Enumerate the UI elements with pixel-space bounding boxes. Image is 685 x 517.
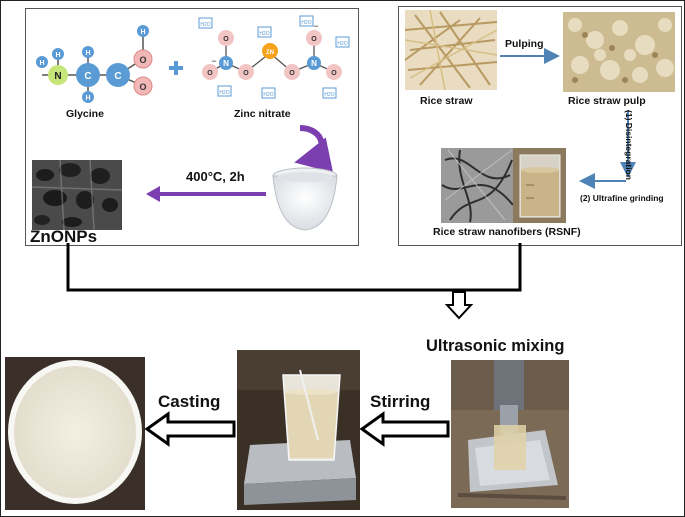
stirring-photo: [237, 350, 360, 510]
water-molecules: H2O H2O H2O H2O H2O H2O H2O: [198, 15, 350, 99]
glycine-c2-atom: C: [114, 71, 121, 82]
water-label-7: H2O: [324, 92, 334, 98]
down-arrow-icon: [444, 291, 474, 320]
glycine-h5-atom: H: [140, 29, 145, 36]
nitrate-o2-atom: O: [223, 36, 229, 43]
nitrate-o6-atom: O: [331, 70, 337, 77]
glycine-o2-atom: O: [139, 82, 146, 92]
ultrasonic-mixing-label: Ultrasonic mixing: [426, 337, 565, 355]
zinc-nitrate-molecule: ZN N N O O O O O O − −: [202, 21, 342, 80]
casting-photo: [5, 357, 145, 510]
stirring-label: Stirring: [370, 392, 431, 411]
glycine-c1-atom: C: [84, 71, 91, 82]
calcination-arrow-icon: [146, 186, 266, 202]
glycine-h3-atom: H: [85, 50, 90, 57]
stirring-arrow-icon: [359, 411, 450, 447]
glycine-h4-atom: H: [85, 95, 90, 102]
glycine-o1-atom: O: [139, 55, 146, 65]
temperature-label: 400°C, 2h: [186, 169, 245, 184]
glycine-label: Glycine: [66, 108, 104, 120]
rice-straw-pulp-label: Rice straw pulp: [568, 95, 646, 107]
rsnf-beaker-photo: [513, 148, 566, 223]
water-label-2: H2O: [259, 31, 269, 37]
curved-arrow-icon: [294, 125, 334, 173]
crucible-image: [272, 167, 338, 231]
water-label-4: H2O: [337, 41, 347, 47]
rsnf-sem-image: [441, 148, 515, 223]
glycine-h1-atom: H: [39, 60, 44, 67]
nitrate-o4-atom: O: [289, 70, 295, 77]
pulping-label: Pulping: [505, 38, 544, 50]
rice-straw-label: Rice straw: [420, 95, 473, 107]
casting-arrow-icon: [144, 411, 236, 447]
zno-product-label: ZnONPs: [30, 227, 98, 246]
water-label-3: H2O: [301, 20, 311, 26]
nitrate-o1-atom: O: [207, 70, 213, 77]
nitrate-n1-atom: N: [223, 59, 229, 68]
water-label-6: H2O: [263, 92, 273, 98]
minus-sign-2: −: [313, 21, 318, 31]
water-label-5: H2O: [219, 90, 229, 96]
rsnf-label: Rice straw nanofibers (RSNF): [433, 226, 581, 238]
glycine-n-atom: N: [54, 71, 61, 82]
casting-label: Casting: [158, 392, 221, 411]
rice-straw-pulp-photo: [563, 12, 675, 92]
ultrasonic-photo: [451, 360, 569, 508]
plus-icon: [169, 61, 183, 75]
glycine-molecule: N C C O O H H H H H: [36, 25, 153, 103]
zno-sem-image: [31, 159, 123, 231]
disintegration-label: (1) Disintegration: [623, 110, 634, 180]
merge-connector: [66, 243, 522, 292]
minus-sign-1: −: [211, 56, 216, 66]
nitrate-o3-atom: O: [243, 70, 249, 77]
zinc-atom: ZN: [266, 50, 274, 56]
zinc-nitrate-label: Zinc nitrate: [234, 108, 291, 120]
ultrafine-grinding-label: (2) Ultrafine grinding: [580, 193, 664, 203]
water-label-1: H2O: [200, 22, 210, 28]
nitrate-n2-atom: N: [311, 59, 317, 68]
glycine-h2-atom: H: [55, 52, 60, 59]
rice-straw-photo: [404, 9, 498, 91]
nitrate-o5-atom: O: [311, 36, 317, 43]
